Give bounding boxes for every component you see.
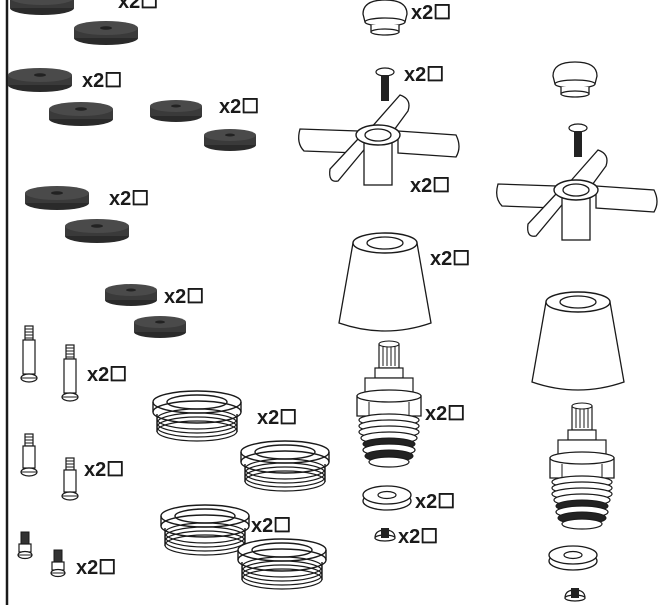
rubber-washer-2a: [8, 68, 72, 92]
rubber-washer-3b: [204, 129, 256, 151]
seat-washer-b: [548, 545, 598, 571]
valve-cartridge-b: [549, 402, 615, 530]
handle-screw-a: [375, 67, 395, 102]
quantity-label: x2☐: [76, 557, 116, 579]
quantity-label: x2☐: [118, 0, 158, 13]
quantity-label: x2☐: [425, 403, 465, 425]
short-screw-b: [61, 457, 79, 501]
rubber-washer-1a: [10, 0, 74, 15]
rubber-washer-3a: [150, 100, 202, 122]
quantity-label: x2☐: [404, 64, 444, 86]
seat-washer-a: [362, 485, 412, 511]
cross-handle-b: [495, 149, 658, 241]
rubber-washer-5b: [134, 316, 186, 338]
handle-screw-b: [568, 123, 588, 158]
quantity-label: x2☐: [164, 286, 204, 308]
rubber-washer-2b: [49, 102, 113, 126]
stub-screw-b: [50, 549, 66, 578]
shroud-b: [531, 291, 625, 391]
quantity-label: x2☐: [219, 96, 259, 118]
short-screw-a: [20, 433, 38, 477]
quantity-label: x2☐: [82, 70, 122, 92]
long-screw-b: [61, 344, 79, 402]
quantity-label: x2☐: [411, 2, 451, 24]
rubber-washer-1b: [74, 21, 138, 45]
quantity-label: x2☐: [410, 175, 450, 197]
threaded-bushing-c: [160, 504, 250, 556]
shroud-a: [338, 232, 432, 332]
rubber-washer-4b: [65, 219, 129, 243]
index-cap-b: [552, 61, 598, 98]
quantity-label: x2☐: [251, 515, 291, 537]
seat-screw-a: [374, 527, 396, 542]
threaded-bushing-a: [152, 390, 242, 442]
cross-handle-a: [297, 94, 460, 186]
quantity-label: x2☐: [109, 188, 149, 210]
quantity-label: x2☐: [257, 407, 297, 429]
quantity-label: x2☐: [87, 364, 127, 386]
quantity-label: x2☐: [430, 248, 470, 270]
stub-screw-a: [17, 531, 33, 560]
index-cap-a: [362, 0, 408, 36]
threaded-bushing-d: [237, 538, 327, 590]
quantity-label: x2☐: [398, 526, 438, 548]
quantity-label: x2☐: [84, 459, 124, 481]
seat-screw-b: [564, 587, 586, 602]
quantity-label: x2☐: [415, 491, 455, 513]
rubber-washer-4a: [25, 186, 89, 210]
threaded-bushing-b: [240, 440, 330, 492]
valve-cartridge-a: [356, 340, 422, 468]
rubber-washer-5a: [105, 284, 157, 306]
long-screw-a: [20, 325, 38, 383]
